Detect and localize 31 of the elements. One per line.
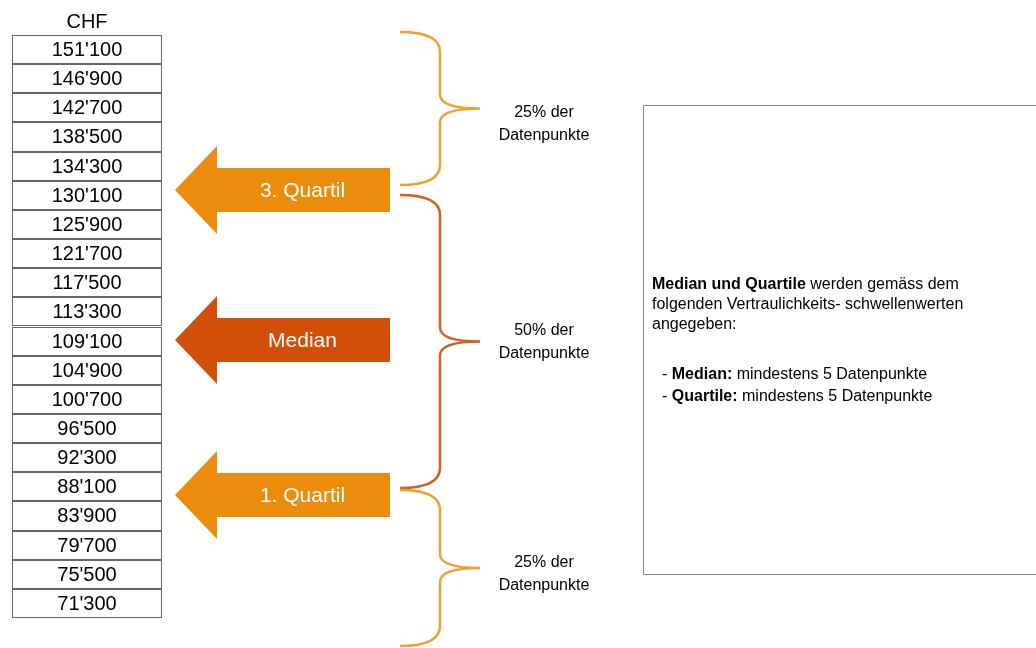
note-box <box>643 105 1036 575</box>
table-cell: 142'700 <box>12 93 162 123</box>
table-cell: 113'300 <box>12 297 162 327</box>
table-cell: 75'500 <box>12 559 162 589</box>
table-cell: 100'700 <box>12 384 162 414</box>
bullet-item: - Median: mindestens 5 Datenpunkte <box>662 364 928 384</box>
table-cell: 146'900 <box>12 64 162 94</box>
table-cell: 134'300 <box>12 151 162 181</box>
table-cell: 138'500 <box>12 122 162 152</box>
table-cell: 96'500 <box>12 413 162 444</box>
brace-label: 50% der Datenpunkte <box>497 320 591 363</box>
bullet-item: - Quartile: mindestens 5 Datenpunkte <box>662 386 933 406</box>
table-cell: 88'100 <box>12 472 162 502</box>
table-cell: 71'300 <box>12 588 162 618</box>
table-cell: 117'500 <box>12 268 162 298</box>
arrow-label: Median <box>175 296 390 384</box>
brace-label: 25% der Datenpunkte <box>497 102 591 145</box>
table-cell: 109'100 <box>12 326 162 356</box>
brace-label: 25% der Datenpunkte <box>497 552 591 595</box>
table-cell: 151'100 <box>12 35 162 65</box>
table-cell: 83'900 <box>12 501 162 531</box>
note-text: Median und Quartile werden gemäss dem folgenden Vertraulichkeits- schwellenwerten angegeben: <box>652 274 965 334</box>
column-header: CHF <box>65 10 109 33</box>
table-cell: 104'900 <box>12 355 162 385</box>
table-cell: 130'100 <box>12 180 162 210</box>
table-cell: 79'700 <box>12 530 162 560</box>
arrow-label: 3. Quartil <box>175 146 390 234</box>
table-cell: 125'900 <box>12 209 162 240</box>
table-cell: 121'700 <box>12 239 162 269</box>
arrow-label: 1. Quartil <box>175 451 390 539</box>
table-cell: 92'300 <box>12 443 162 473</box>
